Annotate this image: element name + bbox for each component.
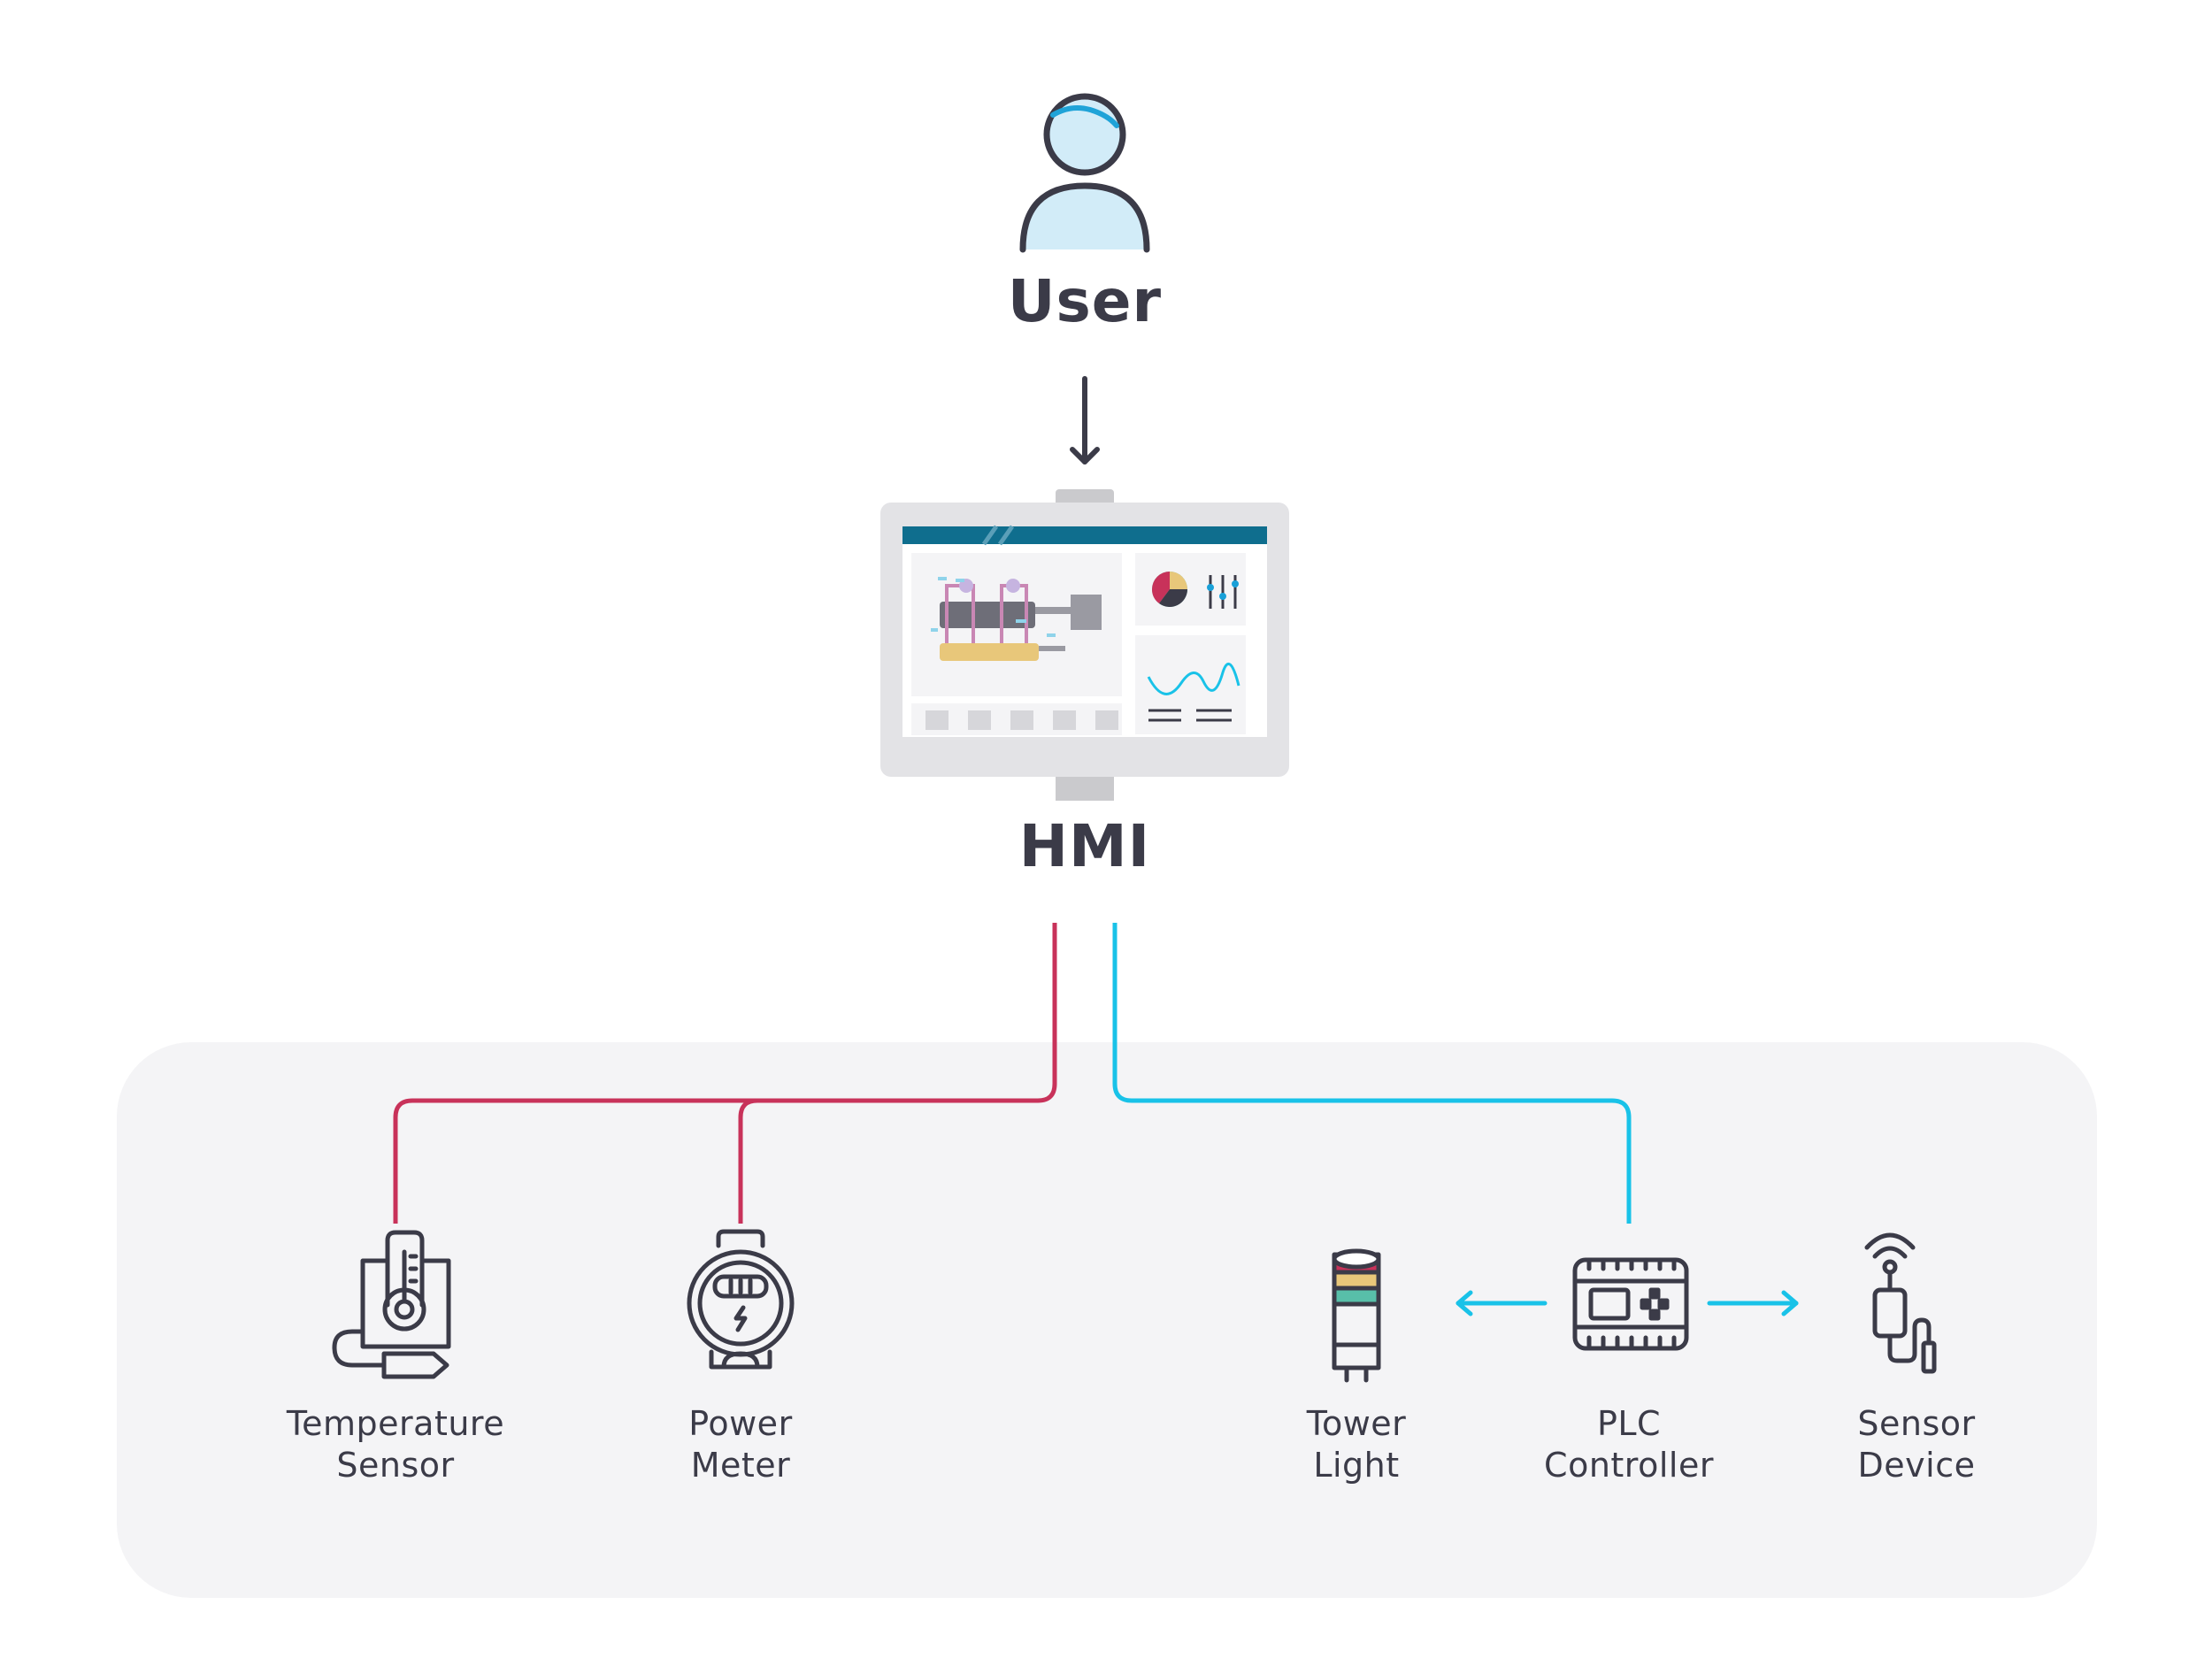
wireless-sensor-icon bbox=[1864, 1232, 1937, 1374]
power-meter-line1: Power bbox=[688, 1404, 793, 1443]
tower-light-line1: Tower bbox=[1306, 1404, 1407, 1443]
plc-controller-line1: PLC bbox=[1596, 1404, 1662, 1443]
temperature-sensor-line2: Sensor bbox=[336, 1446, 455, 1485]
temperature-sensor-label: Temperature Sensor bbox=[236, 1403, 555, 1486]
plc-controller-label: PLC Controller bbox=[1496, 1403, 1762, 1486]
power-meter-line2: Meter bbox=[690, 1446, 791, 1485]
user-to-hmi-arrow bbox=[1070, 376, 1100, 464]
tower-light-icon bbox=[1332, 1248, 1381, 1383]
sensor-device-line1: Sensor bbox=[1857, 1404, 1976, 1443]
tower-light-line2: Light bbox=[1313, 1446, 1400, 1485]
hmi-screen-icon bbox=[880, 489, 1289, 801]
sensor-device-label: Sensor Device bbox=[1784, 1403, 2049, 1486]
cyan-links bbox=[1112, 923, 1632, 1224]
power-meter-label: Power Meter bbox=[617, 1403, 864, 1486]
plc-arrows bbox=[1455, 1290, 1799, 1316]
user-icon bbox=[1019, 93, 1150, 253]
power-meter-icon bbox=[687, 1229, 795, 1370]
temperature-sensor-line1: Temperature bbox=[286, 1404, 505, 1443]
device-panel bbox=[117, 1042, 2097, 1598]
hmi-label: HMI bbox=[1018, 812, 1151, 880]
plc-icon bbox=[1572, 1257, 1689, 1351]
thermometer-icon bbox=[332, 1230, 451, 1379]
plc-controller-line2: Controller bbox=[1544, 1446, 1714, 1485]
red-links bbox=[393, 923, 1057, 1224]
tower-light-label: Tower Light bbox=[1233, 1403, 1480, 1486]
user-label: User bbox=[1007, 267, 1163, 335]
sensor-device-line2: Device bbox=[1857, 1446, 1976, 1485]
